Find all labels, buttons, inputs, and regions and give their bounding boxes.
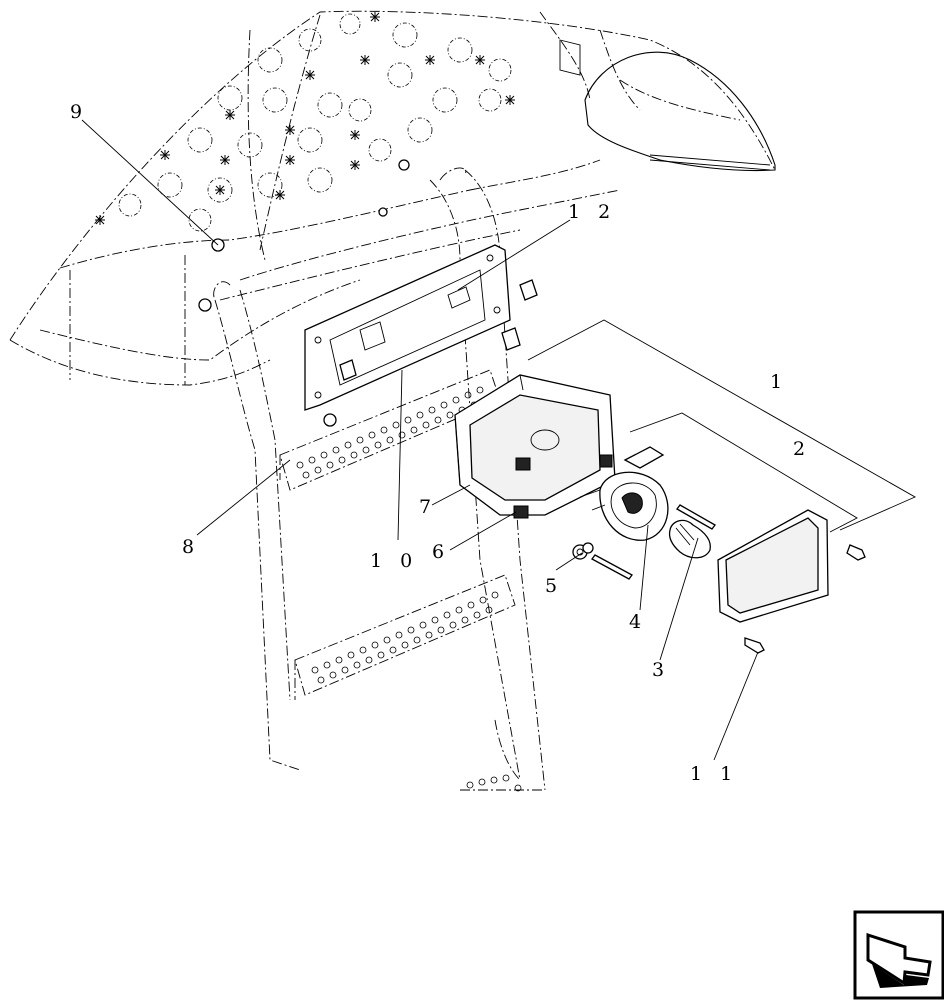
callout-6: 6: [432, 541, 450, 563]
screws: [744, 544, 866, 654]
long-bolts: [591, 504, 716, 580]
callout-10: 1 0: [370, 550, 418, 572]
callout-11: 1 1: [690, 763, 738, 785]
nuts: [572, 542, 594, 560]
callout-3: 3: [652, 659, 670, 681]
callout-labels: 9 1 2 1 2 7 6 8 1 0 5 4 3 1 1: [70, 101, 811, 785]
lamp-housing: [454, 374, 616, 516]
callout-9: 9: [70, 101, 88, 123]
leader-lines: [81, 119, 917, 761]
reflector-ring: [579, 471, 669, 541]
lens-cover: [717, 509, 829, 623]
callout-1: 1: [770, 371, 788, 393]
callout-12: 1 2: [568, 201, 616, 223]
plate-fasteners: [198, 159, 538, 427]
retainer-bracket: [623, 446, 665, 469]
lower-step: [294, 574, 522, 792]
callout-2: 2: [793, 438, 811, 460]
callout-5: 5: [545, 575, 563, 597]
upper-step-tread-pattern: [95, 12, 515, 232]
mounting-plate: [304, 244, 511, 411]
callout-8: 8: [182, 536, 200, 558]
next-page-arrow-icon[interactable]: [853, 910, 944, 1000]
bulb: [668, 519, 711, 559]
callout-4: 4: [629, 611, 647, 633]
cab-platform-outline: [9, 10, 776, 386]
clip-parts: [513, 454, 613, 519]
callout-7: 7: [419, 496, 437, 518]
